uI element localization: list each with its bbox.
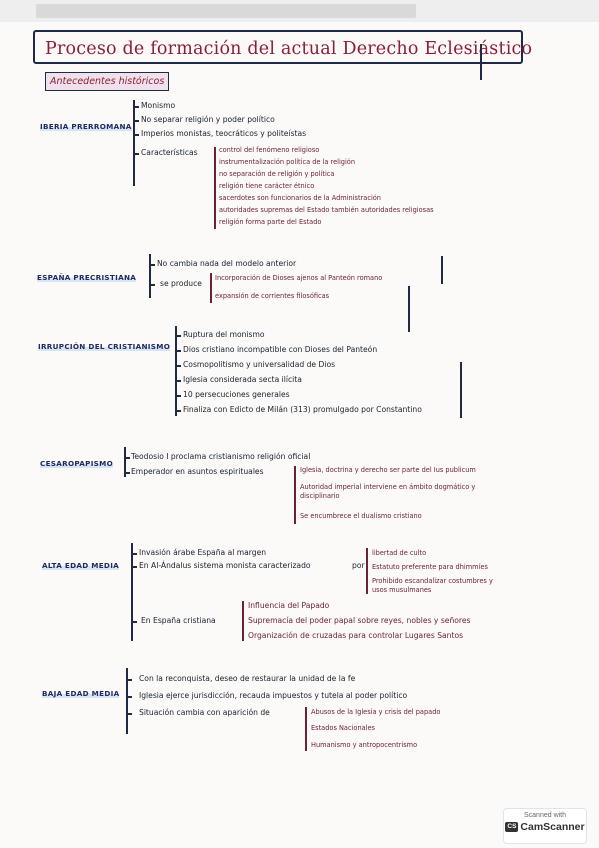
label-baja-edad-media: BAJA EDAD MEDIA [42,689,120,698]
sub-item: Influencia del Papado [248,601,330,610]
stamp-brand: CamScanner [520,821,585,833]
bracket-cesaropapismo [124,447,126,477]
sub-item: libertad de culto [372,549,427,557]
dash [133,621,137,623]
dash [133,553,137,555]
sub-item: Estatuto preferente para dhimmíes [372,563,488,571]
dash [135,153,139,155]
sub-item: usos musulmanes [372,586,432,594]
sub-item: Estados Nacionales [311,724,375,732]
sub-item: Autoridad imperial interviene en ámbito … [300,483,476,491]
label-iberia-prerromana: IBERIA PRERROMANA [40,122,132,131]
item: Finaliza con Edicto de Milán (313) promu… [183,405,422,414]
dash [128,679,132,681]
bracket-al-andalus [366,548,368,594]
sub-item: no separación de religión y política [219,170,335,178]
sub-item: Abusos de la Iglesia y crisis del papado [311,708,441,716]
sub-item: Organización de cruzadas para controlar … [248,631,464,640]
scan-shadow [36,4,416,18]
sub-item: autoridades supremas del Estado también … [219,206,434,214]
item: Cosmopolitismo y universalidad de Dios [183,360,336,369]
dash [177,395,181,397]
item: 10 persecuciones generales [183,390,290,399]
sub-item: Humanismo y antropocentrismo [311,741,418,749]
sub-item: Se encumbrece el dualismo cristiano [300,512,422,520]
margin-mark [460,362,462,418]
dash [126,457,130,459]
item-por: por [352,561,365,570]
item-aparicion: Situación cambia con aparición de [139,708,270,717]
bracket-emperador [294,466,296,524]
dash [177,350,181,352]
dash [177,365,181,367]
label-cesaropapismo: CESAROPAPISMO [40,459,114,468]
dash [128,713,132,715]
item-al-andalus: En Al-Ándalus sistema monista caracteriz… [139,561,311,570]
margin-mark [441,256,443,284]
item: Iglesia considerada secta ilícita [183,375,302,384]
item-emperador: Emperador en asuntos espirituales [131,467,264,476]
dash [151,264,155,266]
dash [177,410,181,412]
item: Imperios monistas, teocráticos y politeí… [141,129,307,138]
bracket-espana-cristiana [242,601,244,641]
page-title: Proceso de formación del actual Derecho … [33,30,532,64]
sub-item: sacerdotes son funcionarios de la Admini… [219,194,381,202]
item: Monismo [141,101,176,110]
sub-item: disciplinario [300,492,340,500]
bracket-iberia [133,100,135,186]
sub-item: religión tiene carácter étnico [219,182,315,190]
camscanner-logo-icon: CS [505,822,519,833]
bracket-alta [131,543,133,641]
sub-item: religión forma parte del Estado [219,218,322,226]
item: Teodosio I proclama cristianismo religió… [131,452,311,461]
margin-mark [408,286,410,332]
label-irrupcion-cristianismo: IRRUPCIÓN DEL CRISTIANISMO [38,342,171,351]
item: Ruptura del monismo [183,330,265,339]
item-caracteristicas: Características [141,148,198,157]
dash [126,472,130,474]
bracket-irrupcion [175,326,177,416]
item: Invasión árabe España al margen [139,548,267,557]
bracket-baja [126,668,128,734]
label-espana-precristiana: ESPAÑA PRECRISTIANA [37,273,137,282]
item: Dios cristiano incompatible con Dioses d… [183,345,378,354]
sub-item: expansión de corrientes filosóficas [215,292,330,300]
bracket-caracteristicas [214,147,216,229]
section-subtitle: Antecedentes históricos [45,72,170,91]
dash [135,120,139,122]
scan-top-band [0,0,599,22]
dash [128,696,132,698]
sub-item: instrumentalización política de la relig… [219,158,356,166]
sub-item: Incorporación de Dioses ajenos al Panteó… [215,274,383,282]
dash [177,335,181,337]
item: Iglesia ejerce jurisdicción, recauda imp… [139,691,408,700]
item: Con la reconquista, deseo de restaurar l… [139,674,356,683]
dash [151,284,155,286]
bracket-aparicion [305,707,307,751]
dash [177,380,181,382]
label-alta-edad-media: ALTA EDAD MEDIA [42,561,120,570]
sub-item: Supremacía del poder papal sobre reyes, … [248,616,471,625]
sub-item: control del fenómeno religioso [219,146,320,154]
sub-item: Iglesia, doctrina y derecho ser parte de… [300,466,476,474]
dash [133,566,137,568]
dash [135,106,139,108]
item-espana-cristiana: En España cristiana [141,616,216,625]
bracket-espana [149,254,151,298]
item: No separar religión y poder político [141,115,275,124]
stamp-line1: Scanned with [523,812,567,819]
dash [135,134,139,136]
bracket-se-produce [210,273,212,303]
margin-mark [480,44,482,80]
item: No cambia nada del modelo anterior [157,259,297,268]
item-se-produce: se produce [160,279,202,288]
sub-item: Prohibido escandalizar costumbres y [372,577,493,585]
